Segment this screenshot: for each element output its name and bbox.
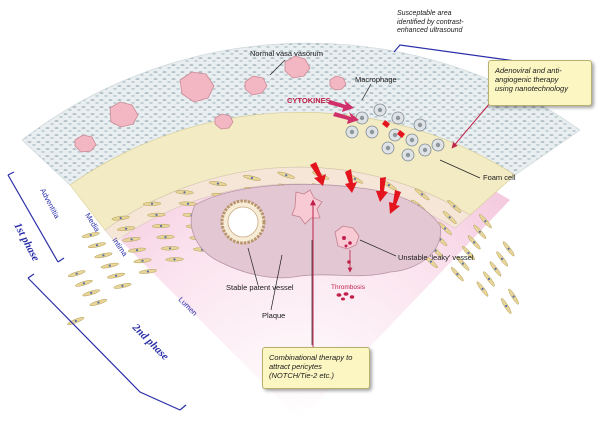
stable-patent-vessel — [220, 199, 266, 245]
smooth-muscle-nucleus — [443, 227, 447, 230]
susceptible-line-1: Susceptable area — [397, 10, 452, 17]
label-phase-1: 1st phase — [11, 221, 41, 264]
smooth-muscle-nucleus — [250, 176, 253, 179]
macrophage-cells — [345, 103, 445, 162]
smooth-muscle-nucleus — [487, 277, 491, 281]
smooth-muscle-nucleus — [146, 270, 149, 273]
macrophage-nucleus — [417, 122, 423, 128]
smooth-muscle-nucleus — [159, 224, 163, 228]
note-top-line-3: using nanotechnology — [495, 84, 568, 93]
label-foam-cell: Foam cell — [483, 173, 516, 182]
smooth-muscle-nucleus — [501, 257, 504, 260]
macrophage-nucleus — [349, 129, 355, 135]
smooth-muscle-nucleus — [461, 262, 464, 265]
label-unstable-vessel: Unstable ‘leaky’ vessel — [398, 253, 474, 262]
smooth-muscle-nucleus — [494, 267, 497, 270]
smooth-muscle-nucleus — [484, 220, 487, 223]
macrophage-nucleus — [395, 115, 401, 121]
macrophage-nucleus — [435, 142, 441, 148]
phase-braces — [7, 44, 585, 411]
label-stable-vessel: Stable patent vessel — [226, 283, 294, 292]
susceptible-line-3: enhanced ultrasound — [397, 27, 463, 34]
intima-layer — [104, 166, 471, 243]
smooth-muscle-nucleus — [453, 205, 456, 208]
smooth-muscle-nucleus — [173, 258, 176, 261]
macrophage-nucleus — [409, 137, 415, 143]
smooth-muscle-nucleus — [135, 249, 139, 252]
smooth-muscle-nucleus — [115, 274, 118, 277]
susceptible-line-2: identified by contrast- — [397, 18, 464, 26]
smooth-muscle-nucleus — [75, 272, 78, 275]
note-bottom-line-1: Combinational therapy to — [269, 353, 353, 362]
smooth-muscle-nucleus — [467, 251, 470, 255]
label-cytokines: CYTOKINES — [287, 96, 331, 105]
note-bottom-line-2: attract pericytes — [269, 362, 322, 371]
cytokine-arrows — [310, 100, 405, 214]
smooth-muscle-nucleus — [505, 304, 508, 308]
vasa-vasorum-vessels — [74, 55, 347, 153]
leader-lines — [247, 59, 481, 345]
unstable-leaky-vessel — [334, 225, 360, 273]
smooth-muscle-nucleus — [512, 295, 515, 298]
smooth-muscle-nucleus — [387, 184, 390, 187]
smooth-muscle-nucleus — [74, 319, 77, 323]
smooth-muscle-nucleus — [121, 284, 124, 287]
smooth-muscle-nucleus — [125, 227, 128, 230]
smooth-muscle-nucleus — [448, 216, 451, 219]
macrophage-nucleus — [405, 152, 411, 158]
smooth-muscle-nucleus — [97, 301, 100, 304]
susceptible-area-caption: Susceptable area identified by contrast-… — [397, 10, 547, 36]
macrophage-nucleus — [422, 147, 428, 153]
smooth-muscle-nucleus — [168, 247, 172, 250]
macrophage-nucleus — [385, 145, 391, 151]
smooth-muscle-nucleus — [150, 202, 154, 205]
smooth-muscle-nucleus — [155, 213, 158, 216]
note-top-line-1: Adenoviral and anti- — [495, 66, 562, 75]
thrombosis-cells — [336, 292, 355, 301]
smooth-muscle-nucleus — [164, 236, 167, 239]
note-combinational-therapy: Combinational therapy to attract pericyt… — [262, 347, 370, 389]
smooth-muscle-nucleus — [473, 241, 476, 244]
smooth-muscle-nucleus — [102, 254, 105, 257]
smooth-muscle-nucleus — [89, 233, 92, 237]
smooth-muscle-nucleus — [95, 244, 99, 247]
smooth-muscle-nucleus — [119, 217, 122, 220]
macrophage-nucleus — [369, 129, 375, 135]
macrophage-nucleus — [359, 115, 365, 121]
label-plaque: Plaque — [262, 311, 285, 320]
smooth-muscle-nucleus — [130, 238, 133, 241]
smooth-muscle-nucleus — [82, 282, 85, 285]
note-bottom-line-3: (NOTCH/Tie-2 etc.) — [269, 371, 334, 380]
smooth-muscle-nucleus — [456, 273, 459, 276]
label-normal-vasa: Normal vasa vasorum — [250, 49, 323, 58]
smooth-muscle-nucleus — [183, 191, 186, 194]
smooth-muscle-nucleus — [186, 202, 190, 205]
smooth-muscle-nucleus — [285, 174, 288, 177]
macrophage-nucleus — [377, 107, 383, 113]
smooth-muscle-nucleus — [216, 182, 219, 185]
smooth-muscle-nucleus — [429, 260, 432, 263]
label-macrophage: Macrophage — [355, 75, 397, 84]
therapy-pointer-lines — [310, 102, 491, 348]
label-thrombosis: Thrombosis — [331, 284, 366, 291]
plaque-microvessel — [291, 189, 323, 225]
macrophage-nucleus — [392, 132, 398, 138]
note-adenoviral-therapy: Adenoviral and anti- angiogenic therapy … — [488, 60, 592, 106]
label-phase-2: 2nd phase — [129, 321, 171, 363]
smooth-muscle-nucleus — [90, 291, 93, 294]
smooth-muscle-nucleus — [481, 287, 484, 291]
smooth-muscle-nucleus — [507, 247, 510, 250]
note-top-line-2: angiogenic therapy — [495, 75, 559, 84]
smooth-muscle-nucleus — [353, 177, 357, 180]
label-adventitia: Adventitia — [38, 187, 62, 221]
smooth-muscle-nucleus — [478, 230, 481, 233]
smooth-muscle-nucleus — [108, 264, 111, 267]
smooth-muscle-nucleus — [141, 259, 144, 262]
smooth-muscle-nucleus — [421, 193, 424, 196]
